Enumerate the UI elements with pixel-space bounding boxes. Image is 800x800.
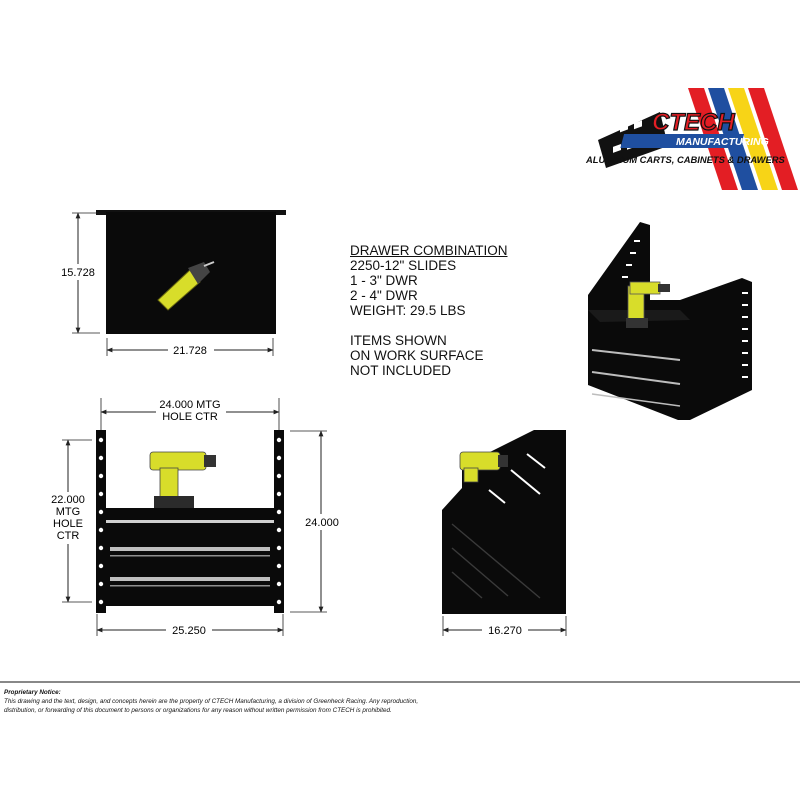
spec-block: DRAWER COMBINATION 2250-12" SLIDES 1 - 3… bbox=[350, 243, 508, 378]
side-view: 16.270 bbox=[442, 430, 567, 637]
side-slots-left bbox=[622, 240, 640, 278]
drawer-2-handle bbox=[110, 547, 270, 551]
top-view: 15.728 21.728 bbox=[55, 210, 286, 357]
right-post bbox=[274, 430, 284, 613]
drawer-1-handle bbox=[106, 520, 274, 523]
spec-note: ON WORK SURFACE bbox=[350, 348, 484, 363]
drawer-stack bbox=[106, 508, 274, 606]
spec-heading: DRAWER COMBINATION bbox=[350, 243, 508, 258]
side-grooves bbox=[451, 523, 541, 599]
logo-wordmark: CTECH bbox=[652, 109, 735, 136]
spec-line: 2250-12" SLIDES bbox=[350, 258, 457, 273]
post-holes bbox=[98, 437, 282, 605]
proprietary-notice: Proprietary Notice: This drawing and the… bbox=[4, 688, 794, 715]
drill-side-icon bbox=[459, 451, 508, 483]
front-view: 24.000 MTG HOLE CTR 22.000 MTG HOLE CTR … bbox=[44, 398, 344, 637]
side-slots-right bbox=[742, 292, 748, 378]
drawer-3-handle bbox=[110, 577, 270, 581]
spec-note: NOT INCLUDED bbox=[350, 363, 452, 378]
dim-front-mtg-width-1: 24.000 MTG bbox=[159, 399, 220, 411]
dim-front-mtg-height-4: CTR bbox=[57, 530, 80, 542]
dim-front-mtg-width-2: HOLE CTR bbox=[162, 411, 218, 423]
drill-front-icon bbox=[149, 451, 216, 508]
dim-front-height: 24.000 bbox=[305, 517, 339, 529]
dim-front-mtg-height-1: 22.000 bbox=[51, 494, 85, 506]
logo-tagline: ALUMINUM CARTS, CABINETS & DRAWERS bbox=[585, 154, 786, 165]
dim-front-mtg-height-2: MTG bbox=[56, 506, 80, 518]
spec-line: 2 - 4" DWR bbox=[350, 288, 418, 303]
dim-front-mtg-height-3: HOLE bbox=[53, 518, 83, 530]
ctech-logo: CTECH MANUFACTURING ALUMINUM CARTS, CABI… bbox=[585, 88, 798, 190]
left-post bbox=[96, 430, 106, 613]
dim-front-width: 25.250 bbox=[172, 625, 206, 637]
notice-text-2: distribution, or forwarding of this docu… bbox=[4, 707, 392, 714]
spec-line: 1 - 3" DWR bbox=[350, 273, 418, 288]
drill-iso-icon bbox=[626, 281, 670, 328]
drill-top-icon bbox=[157, 261, 215, 311]
spec-line: WEIGHT: 29.5 LBS bbox=[350, 303, 466, 318]
notice-title: Proprietary Notice: bbox=[4, 689, 61, 696]
notice-text-1: This drawing and the text, design, and c… bbox=[4, 698, 419, 705]
spec-note: ITEMS SHOWN bbox=[350, 333, 447, 348]
dim-top-width: 21.728 bbox=[173, 345, 207, 357]
isometric-view bbox=[588, 222, 752, 420]
side-slots bbox=[488, 453, 546, 504]
logo-subtitle: MANUFACTURING bbox=[676, 136, 769, 148]
dim-side-depth: 16.270 bbox=[488, 625, 522, 637]
dim-top-height: 15.728 bbox=[61, 267, 95, 279]
